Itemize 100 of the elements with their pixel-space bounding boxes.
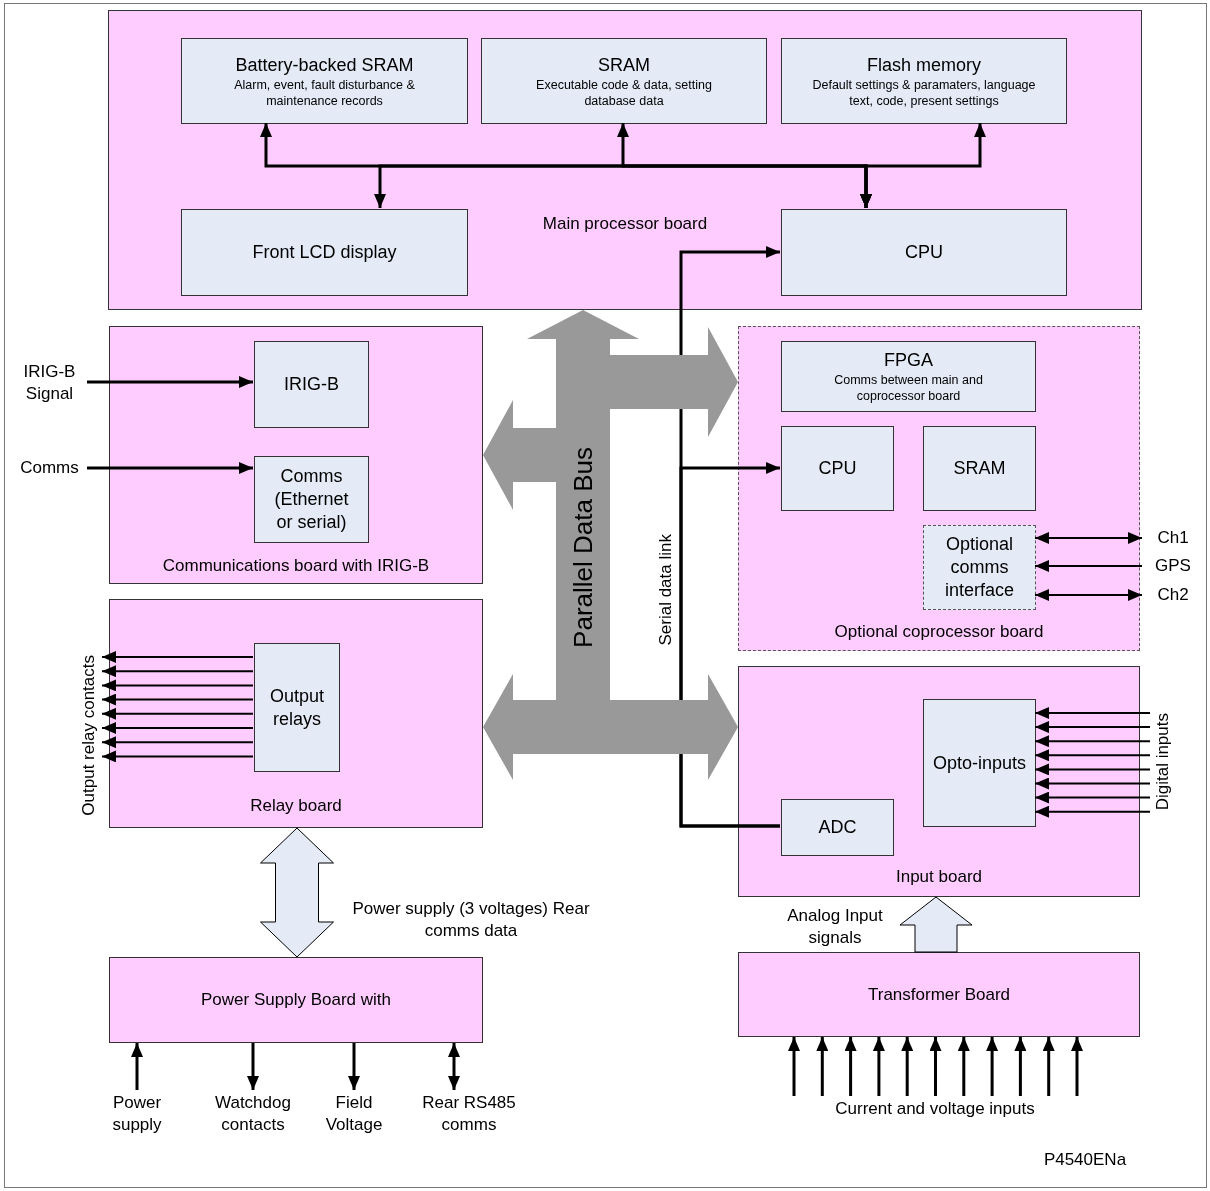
arrow [101, 665, 254, 678]
signal-label: Ch2 [1142, 584, 1204, 606]
component-title: SRAM [598, 53, 650, 77]
block-arrow [899, 896, 973, 953]
bus-label: Parallel Data Bus [570, 446, 596, 648]
signal-label: Watchdog contacts [205, 1090, 301, 1138]
board-label: Input board [895, 866, 983, 888]
arrow [131, 1043, 143, 1090]
signal-label: Field Voltage [309, 1090, 399, 1138]
component-box [923, 525, 1036, 610]
arrow [957, 1037, 970, 1096]
component-title: Optional comms interface [943, 533, 1015, 602]
component-title: IRIG-B [284, 373, 339, 396]
arrow [1014, 1037, 1027, 1096]
board-label: Optional coprocessor board [833, 621, 1045, 643]
signal-label: Output relay contacts [78, 654, 99, 816]
arrow [101, 679, 254, 692]
signal-label: Digital inputs [1152, 713, 1173, 811]
bus-arrow [610, 327, 738, 437]
arrow [1034, 560, 1143, 572]
circuit-board [109, 599, 483, 828]
arrow [986, 1037, 999, 1096]
component-title: FPGA [884, 349, 933, 372]
component-title: CPU [905, 241, 943, 264]
arrow [101, 722, 254, 734]
board-label: Main processor board [541, 213, 709, 235]
signal-label: Rear RS485 comms [405, 1090, 533, 1138]
edge-label: Serial data link [655, 534, 676, 646]
component-title: ADC [818, 816, 857, 839]
arrow [1034, 805, 1151, 818]
component-box [254, 643, 340, 772]
component-description: Alarm, event, fault disturbance & maintenance records [233, 76, 416, 109]
component-title: Opto-inputs [932, 751, 1027, 775]
component-title: CPU [818, 457, 857, 480]
component-box [254, 456, 369, 543]
bus-arrow [527, 310, 639, 340]
signal-label: IRIG-B Signal [12, 360, 87, 406]
arrow [448, 1043, 460, 1090]
arrow [87, 376, 253, 388]
arrow [247, 1043, 259, 1090]
arrow [1034, 589, 1143, 601]
component-box [254, 341, 369, 428]
component-description: Default settings & paramaters, language text, code, present settings [811, 76, 1037, 109]
arrow [1071, 1037, 1083, 1096]
component-title: Flash memory [867, 53, 981, 77]
arrow [1042, 1037, 1055, 1096]
arrow [679, 462, 780, 828]
arrow [1034, 749, 1151, 762]
bus-arrow [610, 674, 738, 780]
arrow [348, 1043, 360, 1090]
signal-label: Power supply [100, 1090, 174, 1138]
arrow [1034, 763, 1151, 776]
edge-label: Analog Input signals [786, 905, 884, 949]
bus-arrow [483, 400, 556, 510]
arrow [1034, 707, 1151, 719]
signal-label: Comms [12, 456, 87, 480]
arrow [872, 1037, 885, 1096]
arrow [1034, 777, 1151, 790]
arrow [844, 1037, 857, 1096]
edge-label: Power supply (3 voltages) Rear comms data [351, 898, 591, 942]
board-label: Relay board [249, 795, 343, 817]
component-description: Executable code & data, setting database data [535, 76, 713, 109]
block-arrow [260, 827, 334, 958]
bus-arrow [483, 674, 556, 780]
circuit-board [738, 666, 1140, 897]
circuit-board [738, 326, 1140, 651]
arrow [1034, 532, 1143, 544]
circuit-board [738, 952, 1140, 1037]
circuit-board [109, 326, 483, 584]
component-title: Comms (Ethernet or serial) [273, 465, 350, 534]
component-title: Battery-backed SRAM [235, 53, 414, 77]
component-box [781, 799, 894, 856]
data-bus-bar [556, 340, 610, 754]
component-box [923, 426, 1036, 511]
board-label: Power Supply Board with [200, 989, 392, 1011]
arrow [901, 1037, 914, 1096]
component-title: Output relays [268, 684, 325, 731]
component-box [781, 38, 1067, 124]
arrow [101, 707, 254, 720]
component-box [481, 38, 767, 124]
component-title: Front LCD display [252, 241, 397, 264]
component-box [923, 699, 1036, 827]
arrow [1034, 721, 1151, 734]
arrow [1034, 735, 1151, 748]
arrow [929, 1037, 942, 1096]
signal-label: GPS [1142, 555, 1204, 577]
component-box [781, 341, 1036, 412]
arrow [374, 164, 872, 208]
signal-label: Ch1 [1142, 527, 1204, 549]
component-box [781, 426, 894, 511]
arrow [788, 1037, 800, 1096]
component-box [181, 38, 468, 124]
signal-label: Current and voltage inputs [780, 1096, 1090, 1122]
arrow [87, 462, 253, 474]
arrow [816, 1037, 829, 1096]
circuit-board [109, 957, 483, 1043]
component-box [181, 209, 468, 296]
figure-code: P4540ENa [1043, 1149, 1127, 1171]
arrow [1034, 791, 1151, 804]
arrow [101, 736, 254, 749]
